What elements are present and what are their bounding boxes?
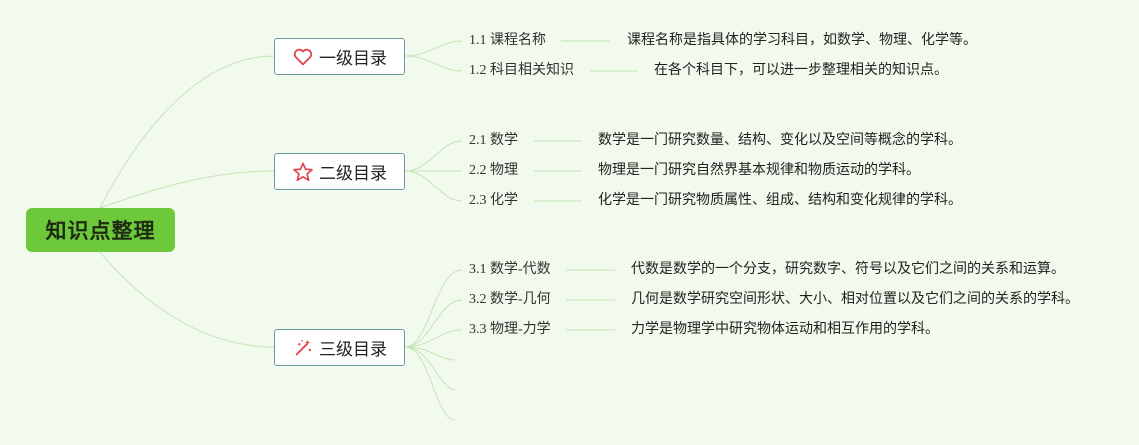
branch-label: 一级目录 <box>319 49 387 69</box>
magic-wand-icon <box>292 337 314 359</box>
heart-icon <box>292 46 314 68</box>
branch-node-level-1[interactable]: 一级目录 <box>274 38 405 75</box>
leaf-desc-3-2[interactable]: 几何是数学研究空间形状、大小、相对位置以及它们之间的关系的学科。 <box>631 292 1079 307</box>
leaf-desc-1-2[interactable]: 在各个科目下，可以进一步整理相关的知识点。 <box>654 63 948 78</box>
root-label: 知识点整理 <box>45 219 156 243</box>
leaf-label-2-1[interactable]: 2.1 数学 <box>469 133 518 148</box>
leaf-desc-1-1[interactable]: 课程名称是指具体的学习科目，如数学、物理、化学等。 <box>627 33 977 48</box>
leaf-desc-2-1[interactable]: 数学是一门研究数量、结构、变化以及空间等概念的学科。 <box>598 133 962 148</box>
leaf-desc-3-3[interactable]: 力学是物理学中研究物体运动和相互作用的学科。 <box>631 322 939 337</box>
leaf-label-3-1[interactable]: 3.1 数学-代数 <box>469 262 551 277</box>
leaf-desc-2-2[interactable]: 物理是一门研究自然界基本规律和物质运动的学科。 <box>598 163 920 178</box>
leaf-desc-2-3[interactable]: 化学是一门研究物质属性、组成、结构和变化规律的学科。 <box>598 193 962 208</box>
leaf-label-1-1[interactable]: 1.1 课程名称 <box>469 33 546 48</box>
leaf-label-2-3[interactable]: 2.3 化学 <box>469 193 518 208</box>
leaf-label-3-2[interactable]: 3.2 数学-几何 <box>469 292 551 307</box>
branch-label: 二级目录 <box>319 164 387 184</box>
leaf-label-3-3[interactable]: 3.3 物理-力学 <box>469 322 551 337</box>
leaf-desc-3-1[interactable]: 代数是数学的一个分支，研究数字、符号以及它们之间的关系和运算。 <box>631 262 1065 277</box>
leaf-label-1-2[interactable]: 1.2 科目相关知识 <box>469 63 574 78</box>
leaf-label-2-2[interactable]: 2.2 物理 <box>469 163 518 178</box>
star-icon <box>292 161 314 183</box>
branch-node-level-2[interactable]: 二级目录 <box>274 153 405 190</box>
root-node[interactable]: 知识点整理 <box>26 208 175 252</box>
branch-label: 三级目录 <box>319 340 387 360</box>
branch-node-level-3[interactable]: 三级目录 <box>274 329 405 366</box>
